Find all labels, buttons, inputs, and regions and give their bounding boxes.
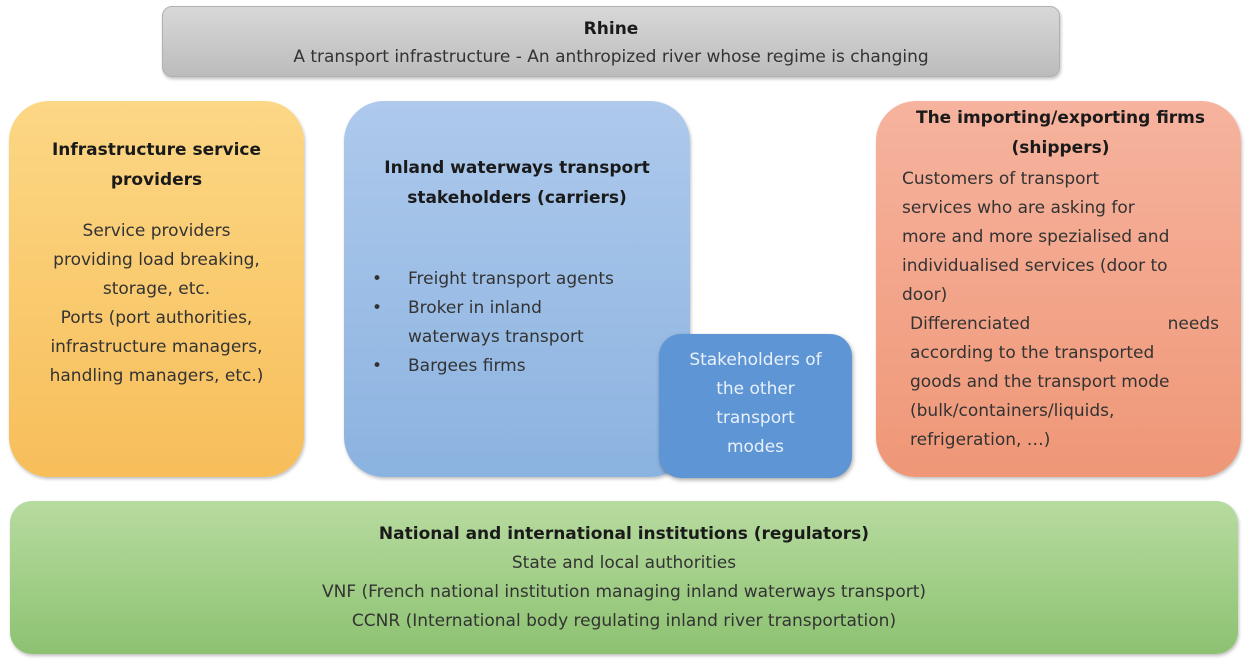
list-item: • Broker in inland waterways transport (358, 294, 676, 352)
firms-line: more and more spezialised and (902, 227, 1170, 247)
infrastructure-body-line: providing load breaking, (53, 250, 260, 270)
regulators-body: State and local authorities VNF (French … (10, 549, 1238, 636)
regulators-line: State and local authorities (511, 553, 737, 573)
firms-line: (bulk/containers/liquids, (910, 401, 1115, 421)
bullet-icon: • (372, 269, 383, 289)
firms-line: Customers of transport (902, 169, 1100, 189)
firms-paragraph-customers: Customers of transport services who are … (902, 165, 1219, 310)
other-modes-line: transport (716, 408, 795, 428)
rhine-banner: Rhine A transport infrastructure - An an… (162, 6, 1060, 77)
infrastructure-title-line: providers (110, 170, 203, 190)
bullet-icon: • (372, 298, 383, 318)
other-modes-box: Stakeholders of the other transport mode… (659, 334, 852, 478)
firms-paragraph-needs: Differenciated needs according to the tr… (902, 310, 1219, 455)
other-modes-line: the other (716, 379, 795, 399)
firms-line: individualised services (door to (902, 256, 1168, 276)
bullet-icon: • (372, 356, 383, 376)
infrastructure-providers-box: Infrastructure service providers Service… (9, 101, 304, 477)
firms-line: according to the transported (910, 343, 1155, 363)
infrastructure-body-line: Ports (port authorities, (60, 308, 253, 328)
regulators-title: National and international institutions … (378, 524, 870, 544)
list-item: • Freight transport agents (358, 265, 676, 294)
firms-line-justified: Differenciated needs (910, 310, 1219, 339)
regulators-line: VNF (French national institution managin… (321, 582, 927, 602)
infrastructure-title: Infrastructure service providers (17, 135, 296, 195)
inland-bullet-list: • Freight transport agents • Broker in i… (358, 265, 676, 381)
infrastructure-title-line: Infrastructure service (51, 140, 262, 160)
list-item-line: Bargees firms (408, 356, 526, 376)
firms-box: The importing/exporting firms (shippers)… (876, 101, 1241, 477)
list-item-line: Broker in inland (408, 298, 542, 318)
firms-word: needs (1167, 314, 1219, 334)
firms-line: refrigeration, …) (910, 430, 1051, 450)
infrastructure-body: Service providers providing load breakin… (17, 217, 296, 391)
firms-line: door) (902, 285, 948, 305)
other-modes-text: Stakeholders of the other transport mode… (659, 346, 852, 462)
firms-line: goods and the transport mode (910, 372, 1170, 392)
rhine-title: Rhine (583, 19, 639, 39)
regulators-line: CCNR (International body regulating inla… (351, 611, 897, 631)
infrastructure-body-line: infrastructure managers, (50, 337, 263, 357)
list-item: • Bargees firms (358, 352, 676, 381)
rhine-subtitle: A transport infrastructure - An anthropi… (293, 47, 929, 67)
firms-title-line: (shippers) (1011, 138, 1110, 158)
other-modes-line: modes (726, 437, 785, 457)
firms-line: services who are asking for (902, 198, 1135, 218)
inland-title-line: stakeholders (carriers) (407, 188, 627, 208)
infrastructure-body-line: handling managers, etc.) (49, 366, 264, 386)
firms-word: Differenciated (910, 314, 1031, 334)
regulators-box: National and international institutions … (10, 501, 1238, 654)
firms-title-line: The importing/exporting firms (915, 108, 1206, 128)
other-modes-line: Stakeholders of (689, 350, 822, 370)
firms-title: The importing/exporting firms (shippers) (902, 103, 1219, 163)
list-item-line: Freight transport agents (408, 269, 614, 289)
inland-title: Inland waterways transport stakeholders … (358, 153, 676, 213)
infrastructure-body-line: Service providers (82, 221, 231, 241)
inland-waterways-box: Inland waterways transport stakeholders … (344, 101, 690, 477)
list-item-line: waterways transport (408, 327, 584, 347)
infrastructure-body-line: storage, etc. (102, 279, 211, 299)
inland-title-line: Inland waterways transport (384, 158, 650, 178)
